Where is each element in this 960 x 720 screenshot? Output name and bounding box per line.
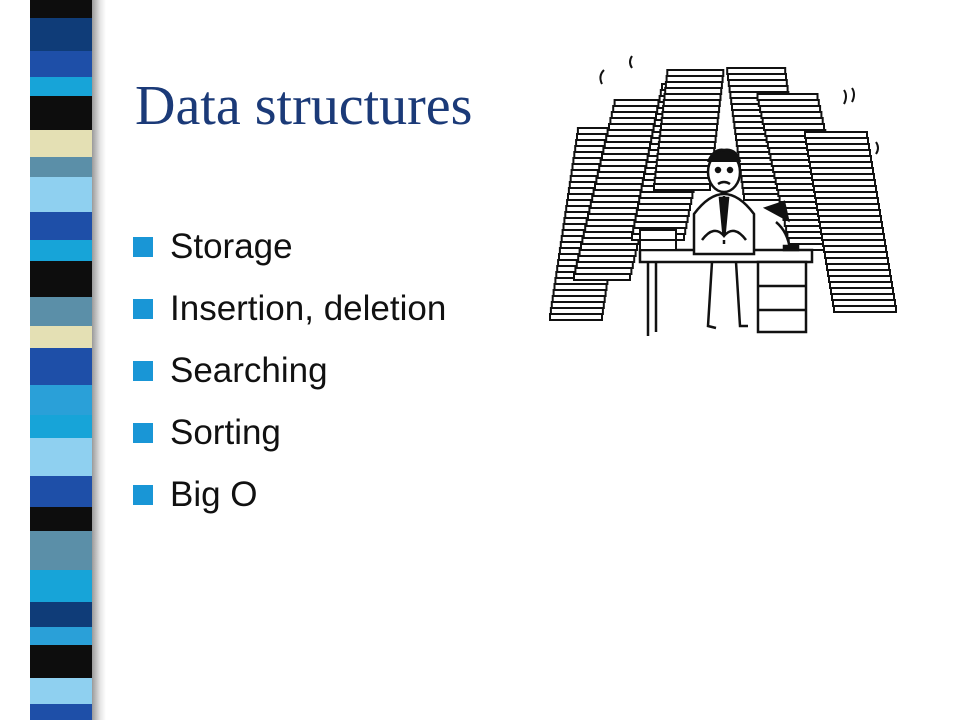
bullet-text: Insertion, deletion <box>170 289 447 328</box>
square-bullet-icon <box>133 237 153 257</box>
paper-stacks-cartoon <box>549 55 897 336</box>
slide-title: Data structures <box>135 75 473 137</box>
band-stripe <box>30 645 92 678</box>
band-stripe <box>30 261 92 297</box>
square-bullet-icon <box>133 361 153 381</box>
worried-man-illustration <box>692 148 756 330</box>
bullet-list: Storage Insertion, deletion Searching So… <box>133 216 446 526</box>
band-stripe <box>30 678 92 704</box>
band-stripe <box>30 157 92 177</box>
in-out-trays <box>639 229 677 251</box>
band-stripe <box>30 627 92 645</box>
paper-layer <box>756 93 819 101</box>
band-stripe <box>30 297 92 326</box>
bullet-text: Sorting <box>170 413 281 452</box>
band-stripe <box>30 0 92 18</box>
band-stripe <box>30 385 92 415</box>
bullet-item: Storage <box>133 216 446 278</box>
square-bullet-icon <box>133 423 153 443</box>
band-stripe <box>30 476 92 507</box>
desk-illustration <box>638 248 814 336</box>
band-stripe <box>30 570 92 602</box>
band-stripe <box>30 240 92 261</box>
square-bullet-icon <box>133 299 153 319</box>
band-stripe <box>30 415 92 438</box>
band-stripe <box>30 130 92 157</box>
band-stripe <box>30 96 92 130</box>
band-stripe <box>30 77 92 96</box>
band-stripe <box>30 51 92 77</box>
square-bullet-icon <box>133 485 153 505</box>
decorative-side-band <box>30 0 92 720</box>
band-stripe <box>30 531 92 570</box>
band-stripe <box>30 212 92 240</box>
band-stripe <box>30 326 92 348</box>
bullet-item: Sorting <box>133 402 446 464</box>
paper-layer <box>804 131 868 139</box>
band-stripe <box>30 18 92 51</box>
bullet-item: Searching <box>133 340 446 402</box>
bullet-text: Big O <box>170 475 258 514</box>
bullet-item: Big O <box>133 464 446 526</box>
bullet-text: Storage <box>170 227 293 266</box>
side-band-shadow <box>92 0 106 720</box>
paper-layer <box>666 69 725 77</box>
bullet-item: Insertion, deletion <box>133 278 446 340</box>
motion-marks <box>599 55 879 155</box>
desk-lamp-illustration <box>762 200 800 252</box>
band-stripe <box>30 177 92 212</box>
bullet-text: Searching <box>170 351 328 390</box>
paper-layer <box>726 67 787 75</box>
band-stripe <box>30 602 92 627</box>
band-stripe <box>30 704 92 720</box>
band-stripe <box>30 507 92 531</box>
band-stripe <box>30 348 92 385</box>
band-stripe <box>30 438 92 476</box>
